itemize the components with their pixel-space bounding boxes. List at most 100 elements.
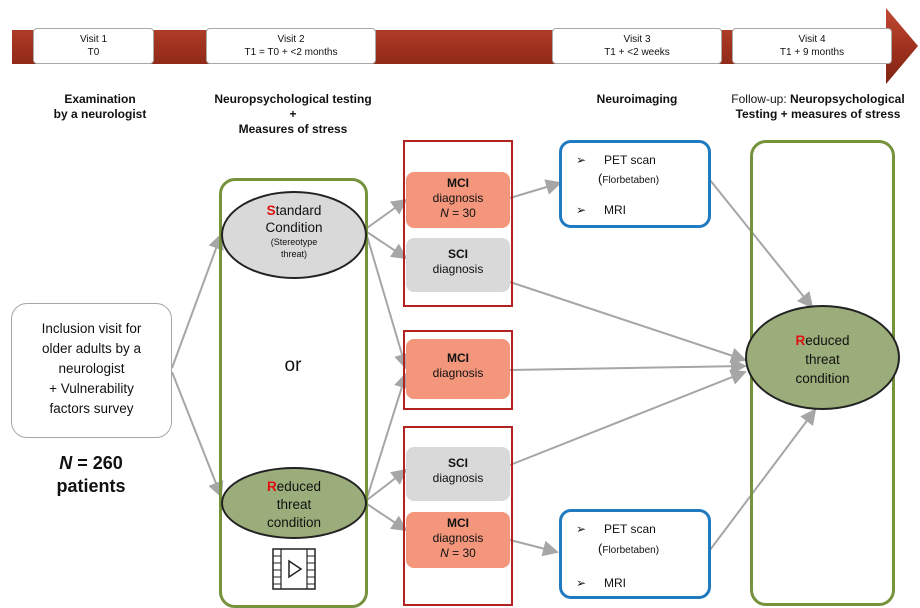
mci-n-value: = 30 <box>448 206 476 220</box>
pet-scan-sub: (Florbetaben) <box>598 171 659 188</box>
inclusion-line-2: older adults by a <box>41 341 142 356</box>
arrow-inclusion-to-standard <box>171 233 224 369</box>
pet-scan-label: PET scan <box>604 522 656 536</box>
pet-scan-tracer: Florbetaben) <box>602 545 660 556</box>
diagnosis-label: diagnosis <box>432 471 484 485</box>
mci-n-label: N <box>440 546 449 560</box>
mci-n-label: N <box>440 206 449 220</box>
visit-4-label: Visit 4 <box>798 34 826 45</box>
bullet-icon: ➢ <box>576 203 587 217</box>
film-play-icon <box>272 548 316 590</box>
pet-scan-paren: ( <box>598 541 603 556</box>
visit-1-label: Visit 1 <box>79 34 108 45</box>
arrow-pet-bottom-to-final <box>709 408 817 551</box>
standard-condition: Standard Condition (Stereotype threat) <box>221 191 367 279</box>
reduced-condition-initial: R <box>266 479 277 494</box>
arrow-inclusion-to-reduced <box>171 371 224 498</box>
pet-scan-label: PET scan <box>604 153 656 167</box>
standard-condition-rest: tandard <box>275 203 322 218</box>
header-visit-4-line2: Testing + measures of stress <box>735 107 901 121</box>
reduced-condition-line2: threat <box>276 497 312 512</box>
sample-size-line: N = 260 <box>20 452 162 475</box>
pet-scan-paren: ( <box>598 171 603 186</box>
visit-2-label: Visit 2 <box>277 34 305 45</box>
visit-2-box: Visit 2 T1 = T0 + <2 months <box>206 28 376 64</box>
mci-n-value: = 30 <box>448 546 476 560</box>
arrow-reduced-to-mid-mci <box>366 372 410 499</box>
inclusion-line-1: Inclusion visit for <box>41 321 142 336</box>
diagnosis-label: diagnosis <box>432 531 484 545</box>
diagnosis-label: diagnosis <box>432 191 484 205</box>
pet-scan-sub: (Florbetaben) <box>598 541 659 558</box>
header-visit-3: Neuroimaging <box>572 92 702 107</box>
arrow-mci-to-pet-bottom <box>509 539 559 557</box>
visit-3-box: Visit 3 T1 + <2 weeks <box>552 28 722 64</box>
sci-diagnosis-reduced: SCI diagnosis <box>406 447 510 501</box>
mci-label: MCI <box>447 351 469 365</box>
inclusion-line-3: neurologist <box>58 361 125 376</box>
timeline-arrow <box>12 8 918 84</box>
header-visit-2-line2: + <box>289 107 297 121</box>
inclusion-box: Inclusion visit for older adults by a ne… <box>11 303 172 438</box>
sample-size-n: N <box>59 453 73 473</box>
arrow-reduced-to-mci <box>366 503 408 532</box>
pet-scan-tracer: Florbetaben) <box>602 175 660 186</box>
header-visit-1: Examination by a neurologist <box>30 92 170 122</box>
reduced-condition-rest: educed <box>276 479 322 494</box>
reduced-condition-line3: condition <box>266 515 322 530</box>
arrow-reduced-to-sci <box>366 468 408 501</box>
standard-condition-sub2: threat) <box>280 249 307 259</box>
header-visit-2: Neuropsychological testing + Measures of… <box>188 92 398 137</box>
reduced-condition-title: Reduced <box>223 478 365 496</box>
arrow-standard-to-sci <box>366 231 408 260</box>
standard-condition-initial: S <box>266 203 276 218</box>
header-visit-1-line2: by a neurologist <box>53 107 147 121</box>
diagnosis-label: diagnosis <box>432 262 484 276</box>
followup-rest: educed <box>805 333 850 348</box>
mri-label: MRI <box>604 576 626 590</box>
diagnosis-label: diagnosis <box>432 366 484 380</box>
sci-label: SCI <box>447 456 468 470</box>
reduced-threat-condition: Reduced threat condition <box>221 467 367 539</box>
visit-3-time: T1 + <2 weeks <box>604 47 670 58</box>
header-visit-1-line1: Examination <box>64 92 136 106</box>
standard-condition-title: Standard <box>223 202 365 219</box>
standard-condition-line2: Condition <box>265 220 323 235</box>
arrow-pet-top-to-final <box>709 179 814 309</box>
bullet-icon: ➢ <box>576 153 587 167</box>
header-visit-4-prefix: Follow-up: <box>731 92 787 106</box>
followup-line3: condition <box>795 371 850 386</box>
visit-1-time: T0 <box>87 47 100 58</box>
arrow-standard-to-mid-mci <box>366 235 410 370</box>
arrow-mid-mci-to-final <box>509 358 747 375</box>
mci-label: MCI <box>447 176 469 190</box>
arrow-standard-to-mci <box>366 198 408 229</box>
mci-n: N = 30 <box>406 206 510 221</box>
inclusion-line-4: + Vulnerability <box>49 381 134 396</box>
header-visit-3-line1: Neuroimaging <box>596 92 678 106</box>
mci-diagnosis-reduced: MCI diagnosis N = 30 <box>406 512 510 568</box>
sci-label: SCI <box>447 247 468 261</box>
mri-label: MRI <box>604 203 626 217</box>
followup-title: Reduced <box>747 331 898 350</box>
sample-size-patients: patients <box>56 476 126 496</box>
visit-4-box: Visit 4 T1 + 9 months <box>732 28 892 64</box>
header-visit-2-line1: Neuropsychological testing <box>214 92 372 106</box>
sample-size-value: = 260 <box>72 453 123 473</box>
diagnosis-group-middle <box>403 330 513 410</box>
arrow-mci-to-pet-top <box>509 179 562 199</box>
visit-4-time: T1 + 9 months <box>779 47 845 58</box>
mci-diagnosis-middle: MCI diagnosis <box>406 339 510 399</box>
visit-2-time: T1 = T0 + <2 months <box>244 47 338 58</box>
or-label: or <box>284 355 302 376</box>
arrow-sci-to-final <box>509 281 747 364</box>
header-visit-4-bold: Neuropsychological <box>786 92 905 106</box>
bullet-icon: ➢ <box>576 576 587 590</box>
header-visit-4-line1: Follow-up: Neuropsychological <box>716 92 920 107</box>
followup-line2: threat <box>805 352 840 367</box>
sample-size: N = 260 patients <box>20 452 162 498</box>
imaging-box-bottom: ➢ PET scan (Florbetaben) ➢ MRI <box>559 509 711 599</box>
inclusion-line-5: factors survey <box>49 401 134 416</box>
visit-3-label: Visit 3 <box>623 34 651 45</box>
followup-reduced-threat-condition: Reduced threat condition <box>745 305 900 410</box>
